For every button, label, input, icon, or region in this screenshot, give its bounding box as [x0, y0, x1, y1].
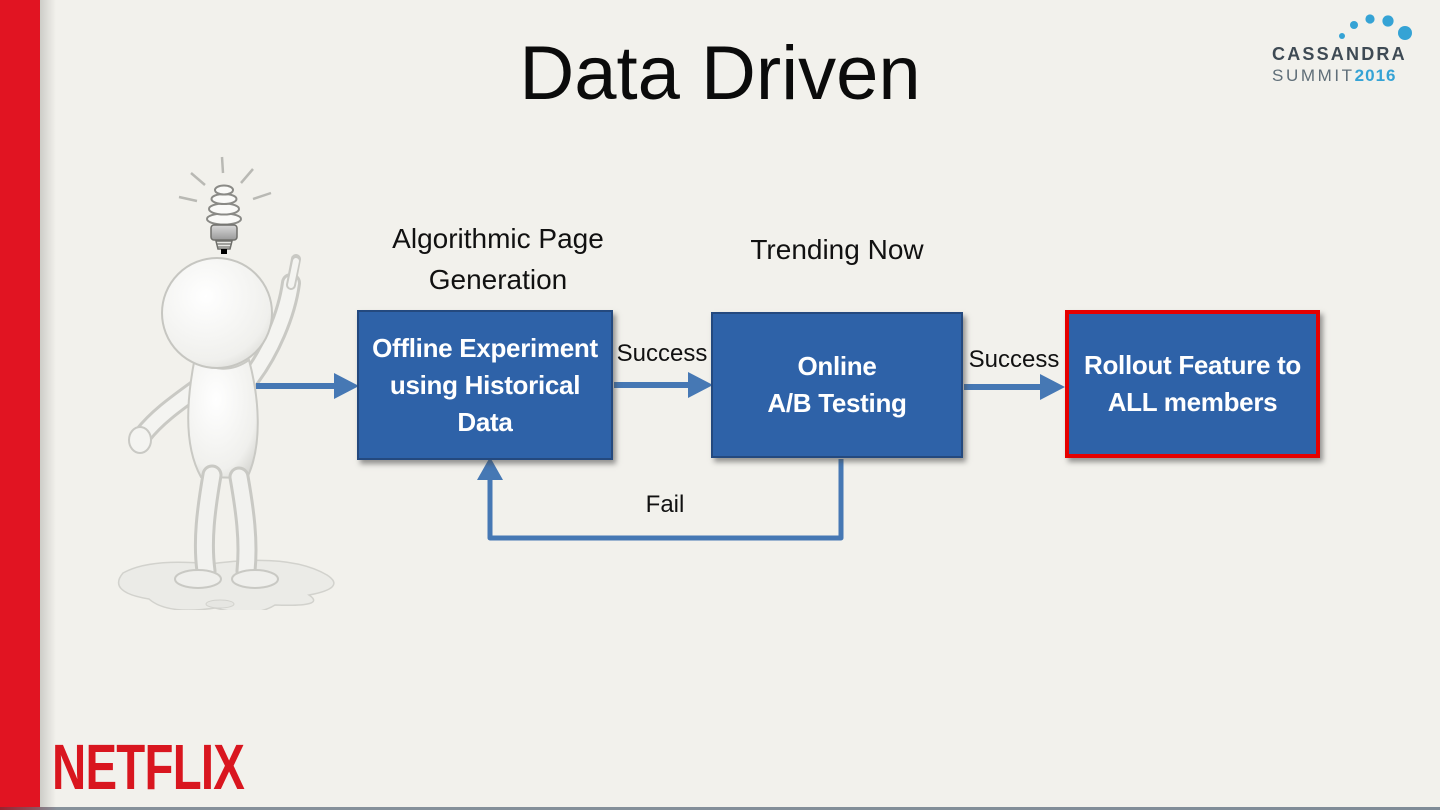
- edge-label-success-1: Success: [616, 340, 708, 367]
- netflix-logo: NETFLIX: [52, 731, 245, 803]
- node-rollout-line2: ALL members: [1107, 387, 1278, 417]
- cassandra-logo-name: CASSANDRA: [1272, 44, 1407, 64]
- cassandra-logo-summit: SUMMIT: [1272, 66, 1355, 85]
- node-offline-experiment: Offline Experiment using Historical Data: [357, 310, 613, 460]
- cassandra-logo-year: 2016: [1354, 66, 1397, 85]
- page-title: Data Driven: [519, 31, 921, 116]
- idea-person-illustration: [95, 145, 355, 615]
- edge-label-success-2: Success: [968, 346, 1060, 373]
- bottom-edge-line: [0, 807, 1440, 810]
- node-online-line1: Online: [797, 351, 877, 381]
- node-offline-line3: Data: [457, 406, 513, 437]
- node-rollout-feature: Rollout Feature to ALL members: [1065, 310, 1320, 458]
- node-online-line2: A/B Testing: [767, 388, 907, 418]
- edge-label-fail: Fail: [645, 491, 685, 518]
- cassandra-logo-summit-year: SUMMIT2016: [1272, 66, 1432, 86]
- cassandra-dots-icon: [1339, 14, 1412, 40]
- left-accent-bar: [0, 0, 40, 810]
- node-online-ab-testing: Online A/B Testing: [711, 312, 963, 458]
- node-offline-line1: Offline Experiment: [372, 332, 598, 363]
- label-algorithmic-page-generation: Algorithmic Page Generation: [392, 223, 604, 295]
- node-offline-line2: using Historical: [389, 369, 581, 400]
- label-trending-now: Trending Now: [750, 234, 924, 265]
- cassandra-summit-logo: CASSANDRA SUMMIT2016: [1272, 6, 1432, 86]
- left-accent-bar-shadow: [40, 0, 56, 810]
- node-rollout-line1: Rollout Feature to: [1083, 350, 1302, 380]
